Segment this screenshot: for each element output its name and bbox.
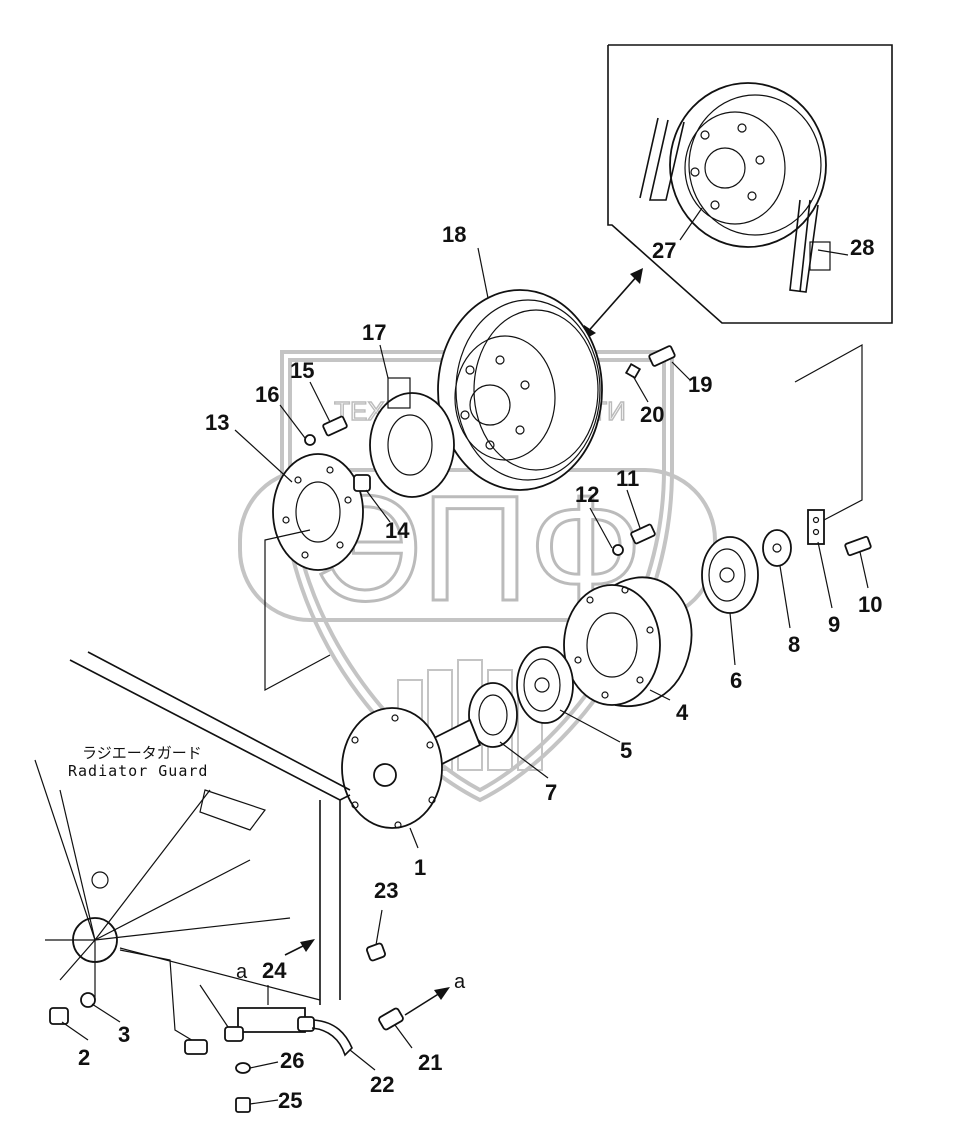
callout-28: 28 bbox=[850, 235, 874, 260]
flange-13 bbox=[272, 453, 364, 571]
rubber-element-5 bbox=[516, 646, 574, 724]
radiator-guard-label-en: Radiator Guard bbox=[68, 762, 208, 780]
callout-4: 4 bbox=[676, 700, 689, 725]
callout-26: 26 bbox=[280, 1048, 304, 1073]
hub-7 bbox=[468, 682, 518, 748]
callout-12: 12 bbox=[575, 482, 599, 507]
callout-numbers: 1 2 3 4 5 6 7 8 9 10 11 12 13 14 15 16 1… bbox=[78, 222, 882, 1113]
spacer-ring-17 bbox=[369, 377, 455, 498]
ref-arrows bbox=[267, 939, 450, 1016]
callout-27: 27 bbox=[652, 238, 676, 263]
callout-6: 6 bbox=[730, 668, 742, 693]
pulley-18 bbox=[437, 289, 603, 491]
relation-double-arrow bbox=[580, 268, 643, 342]
washer-8 bbox=[762, 529, 792, 567]
callout-1: 1 bbox=[414, 855, 426, 880]
callout-23: 23 bbox=[374, 878, 398, 903]
bracket-9 bbox=[794, 343, 863, 545]
callout-19: 19 bbox=[688, 372, 712, 397]
callout-2: 2 bbox=[78, 1045, 90, 1070]
radiator-guard-label-jp: ラジエータガード bbox=[82, 744, 202, 762]
callout-18: 18 bbox=[442, 222, 466, 247]
rubber-element-6 bbox=[701, 536, 759, 614]
lower-hose-parts bbox=[49, 942, 404, 1113]
callout-14: 14 bbox=[385, 518, 410, 543]
inset-pulley-with-belts bbox=[607, 44, 893, 324]
callout-24: 24 bbox=[262, 958, 287, 983]
callout-20: 20 bbox=[640, 402, 664, 427]
callout-17: 17 bbox=[362, 320, 386, 345]
callout-25: 25 bbox=[278, 1088, 302, 1113]
callout-9: 9 bbox=[828, 612, 840, 637]
leader-lines bbox=[61, 247, 869, 1105]
callout-3: 3 bbox=[118, 1022, 130, 1047]
callout-10: 10 bbox=[858, 592, 882, 617]
callout-13: 13 bbox=[205, 410, 229, 435]
callout-15: 15 bbox=[290, 358, 314, 383]
callout-21: 21 bbox=[418, 1050, 442, 1075]
ref-label-a-right: a bbox=[454, 971, 466, 993]
callout-22: 22 bbox=[370, 1072, 394, 1097]
coupling-housing-4 bbox=[563, 576, 693, 707]
callout-16: 16 bbox=[255, 382, 279, 407]
callout-5: 5 bbox=[620, 738, 632, 763]
ref-label-a-left: a bbox=[236, 961, 248, 983]
radiator-guard bbox=[34, 651, 351, 1055]
callout-11: 11 bbox=[616, 466, 639, 491]
callout-7: 7 bbox=[545, 780, 557, 805]
leader-13-bracket bbox=[264, 529, 331, 692]
fan-plate-1 bbox=[341, 707, 482, 829]
bolt-10 bbox=[844, 535, 872, 557]
fasteners-upper bbox=[304, 345, 676, 556]
callout-8: 8 bbox=[788, 632, 800, 657]
